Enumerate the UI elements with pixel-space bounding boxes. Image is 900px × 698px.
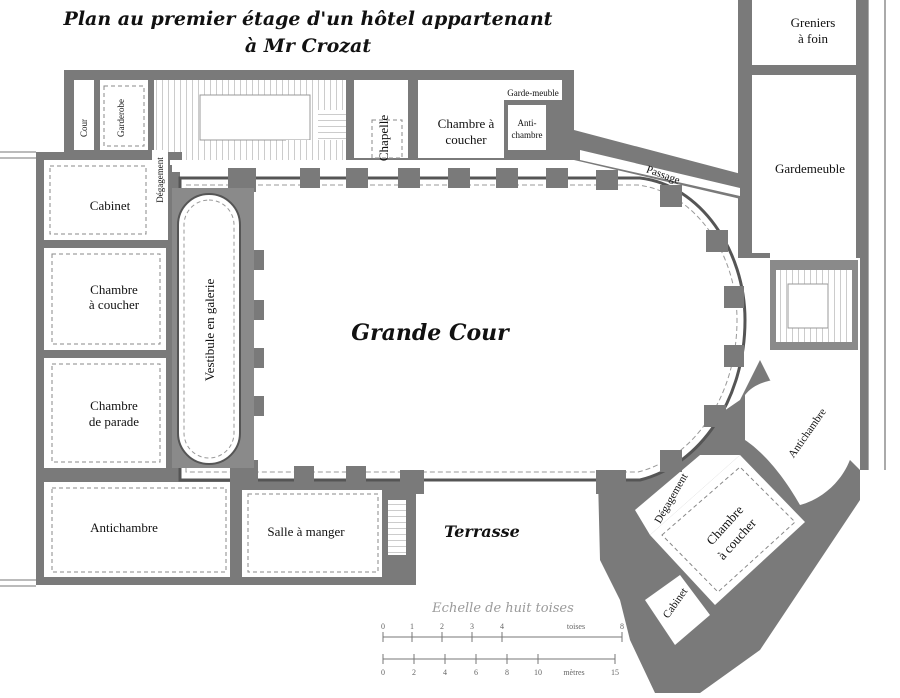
antichambre-top-room [508,105,546,150]
metres-tick-10: 10 [534,668,542,677]
label-garderobe: Garderobe [116,99,126,137]
label-greniers-1: Greniers [791,15,836,30]
label-chambre-left-1: Chambre [90,282,138,297]
garderobe-room [100,80,148,150]
salle-manger-room [242,490,382,577]
greniers-room [752,0,856,65]
chambre-right-room [650,455,805,605]
garde-meuble-top [504,80,562,100]
degagement-right-room [635,455,740,535]
label-antichambre-top-2: chambre [512,130,543,140]
metres-tick-0: 0 [381,668,385,677]
chapelle-room [354,80,408,158]
chambre-left-room [44,248,166,350]
label-gardemeuble-right: Gardemeuble [775,161,845,176]
label-chambre-left-2: à coucher [89,297,140,312]
toises-label: toises [567,622,585,631]
plan-title-line1: Plan au premier étage d'un hôtel apparte… [63,8,553,30]
label-cabinet: Cabinet [90,198,131,213]
scale-bar: Echelle de huit toises 0 1 2 3 4 8 toise… [381,601,624,677]
chambre-parade-room [44,358,166,468]
cabinet-room [44,160,152,240]
label-antichambre-left: Antichambre [90,520,158,535]
plan-title-line2: à Mr Crozat [245,35,371,57]
room-labels: Greniers à foin Gardemeuble Cour Gardero… [79,15,845,621]
label-chambre-parade-1: Chambre [90,398,138,413]
metres-tick-15: 15 [611,668,619,677]
toises-tick-2: 2 [440,622,444,631]
label-garde-meuble-top: Garde-meuble [507,88,558,98]
toises-tick-3: 3 [470,622,474,631]
room-outlines [49,85,796,593]
metres-label: mètres [563,668,584,677]
cabinet-right-room [645,575,710,645]
label-greniers-2: à foin [798,31,828,46]
label-chambre-parade-2: de parade [89,414,139,429]
degagement-left-room [152,150,168,240]
label-chapelle: Chapelle [376,115,391,161]
label-antichambre-top-1: Anti- [518,118,537,128]
label-cour: Cour [79,119,89,137]
label-degagement-left: Dégagement [155,157,165,203]
scale-title: Echelle de huit toises [431,601,574,616]
metres-tick-6: 6 [474,668,478,677]
antichambre-right-room [745,379,860,505]
label-grande-cour: Grande Cour [351,320,510,346]
metres-tick-2: 2 [412,668,416,677]
toises-tick-1: 1 [410,622,414,631]
label-terrasse: Terrasse [444,522,520,541]
toises-tick-4: 4 [500,622,504,631]
label-vestibule: Vestibule en galerie [202,279,217,382]
terrasse-area [424,488,596,598]
antichambre-left-room [44,482,230,577]
toises-tick-0: 0 [381,622,385,631]
cour-room [74,80,94,150]
room-interiors [44,80,860,645]
label-salle-manger: Salle à manger [267,524,345,539]
metres-tick-8: 8 [505,668,509,677]
toises-tick-8: 8 [620,622,624,631]
chambre-top-room [418,80,504,158]
label-chambre-top-1: Chambre à [438,116,495,131]
right-outbuildings [738,0,868,470]
metres-tick-4: 4 [443,668,447,677]
vestibule-room [177,193,241,465]
label-chambre-top-2: coucher [445,132,487,147]
